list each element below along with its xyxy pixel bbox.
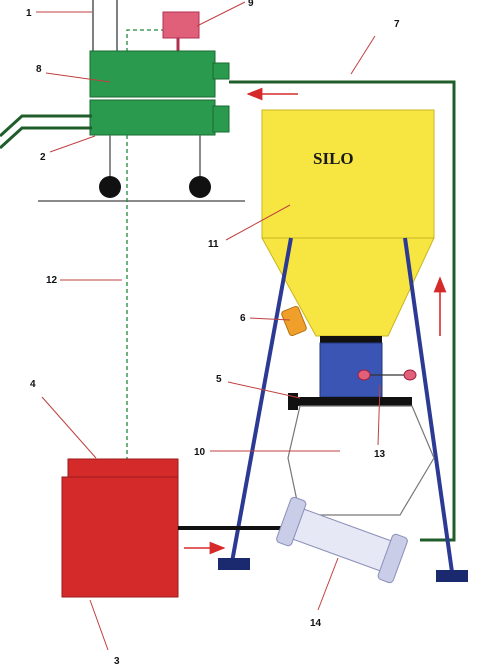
hose-lower bbox=[0, 126, 92, 150]
leader-4 bbox=[41, 396, 97, 459]
frame-leg-right bbox=[403, 237, 454, 573]
leader-5 bbox=[227, 381, 301, 399]
silo-body-11 bbox=[261, 109, 435, 239]
label-1: 1 bbox=[26, 8, 32, 19]
machine-outlet-lower bbox=[212, 105, 230, 133]
leader-13 bbox=[377, 384, 381, 446]
leader-8 bbox=[45, 72, 111, 83]
leader-14 bbox=[317, 557, 339, 611]
machine-lower-2 bbox=[89, 99, 216, 136]
leader-11 bbox=[225, 204, 291, 241]
label-3: 3 bbox=[114, 656, 120, 667]
red-box-body-3 bbox=[61, 476, 179, 598]
red-box-top-4 bbox=[67, 458, 179, 480]
frame-foot-right bbox=[436, 570, 468, 582]
wheel-left bbox=[99, 176, 121, 198]
wheel-right bbox=[189, 176, 211, 198]
return-pipe-7 bbox=[229, 80, 456, 542]
actuator-13-left bbox=[357, 369, 371, 381]
label-4: 4 bbox=[30, 379, 36, 390]
label-14: 14 bbox=[310, 618, 322, 629]
machine-upper-8 bbox=[89, 50, 216, 98]
hose-upper bbox=[0, 114, 92, 138]
level-sensor-6 bbox=[281, 305, 307, 337]
control-unit-9 bbox=[162, 11, 200, 39]
valve-top-band bbox=[320, 336, 382, 343]
control-dashed-top bbox=[126, 29, 163, 52]
leader-6 bbox=[249, 317, 291, 321]
actuator-13-right bbox=[403, 369, 417, 381]
transport-pipe-14 bbox=[276, 496, 408, 584]
silo-hopper bbox=[261, 237, 435, 337]
label-5: 5 bbox=[216, 374, 222, 385]
silo-label: SILO bbox=[313, 149, 354, 168]
label-12: 12 bbox=[46, 275, 58, 286]
valve-flange-bar bbox=[292, 397, 412, 406]
leader-2 bbox=[49, 135, 96, 153]
valve-motor-stub bbox=[288, 393, 298, 410]
rotary-valve-5 bbox=[319, 342, 383, 398]
frame-foot-left bbox=[218, 558, 250, 570]
label-9: 9 bbox=[248, 0, 254, 9]
leader-9 bbox=[196, 1, 246, 27]
discharge-chute-10 bbox=[287, 405, 435, 516]
leader-7 bbox=[350, 35, 376, 75]
label-8: 8 bbox=[36, 64, 42, 75]
machine-outlet-upper bbox=[212, 62, 230, 80]
label-13: 13 bbox=[374, 449, 386, 460]
leader-3 bbox=[89, 599, 109, 651]
label-7: 7 bbox=[394, 19, 400, 30]
label-10: 10 bbox=[194, 447, 206, 458]
frame-leg-left bbox=[230, 237, 293, 563]
label-2: 2 bbox=[40, 152, 46, 163]
label-11: 11 bbox=[208, 239, 219, 250]
label-6: 6 bbox=[240, 313, 246, 324]
